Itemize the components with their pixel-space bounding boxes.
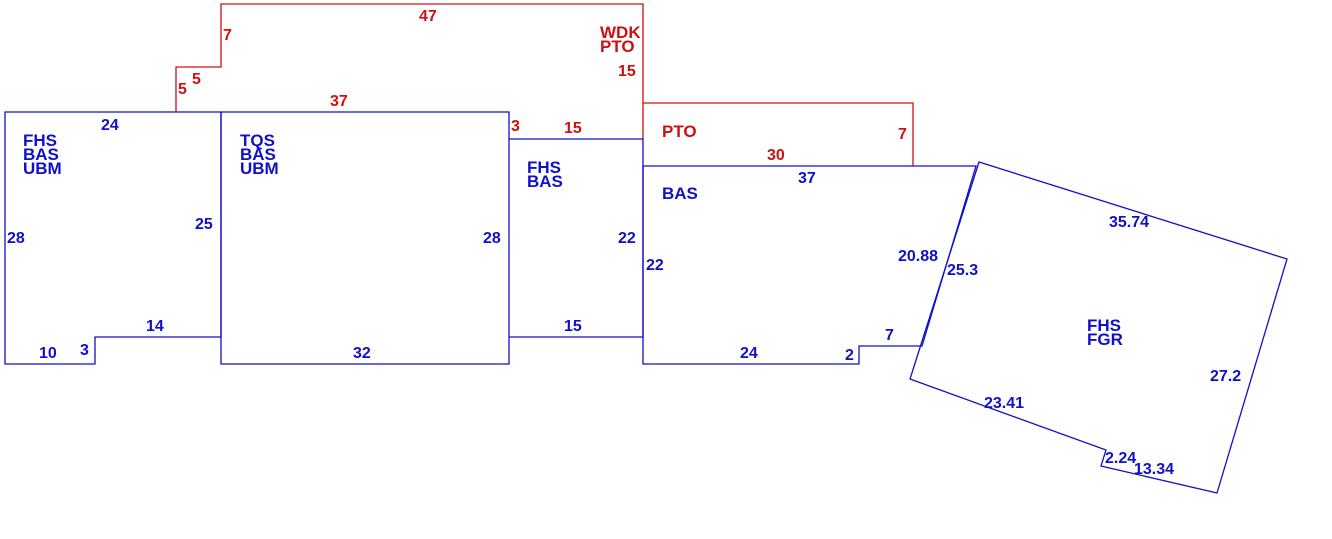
dim-left-bottom: 10 — [39, 345, 57, 362]
dim-patio-right: 15 — [618, 63, 636, 80]
dim-center-right: 28 — [483, 230, 501, 247]
dim-patio-left-upper: 7 — [223, 27, 232, 44]
dim-garage-bottom-left: 23.41 — [984, 395, 1024, 412]
east-wing-outline — [642, 165, 977, 365]
dim-east-bottom: 24 — [740, 345, 758, 362]
center-block-code-3: UBM — [240, 159, 279, 178]
dim-pto-bottom: 30 — [767, 147, 785, 164]
garage-code-2: FGR — [1087, 330, 1123, 349]
dim-conn-right: 22 — [618, 230, 636, 247]
dim-left-left: 28 — [7, 230, 25, 247]
dim-east-left: 22 — [646, 257, 664, 274]
dim-center-step: 3 — [511, 118, 520, 135]
garage-outline — [909, 161, 1288, 494]
dim-left-right: 25 — [195, 216, 213, 233]
dim-conn-bottom: 15 — [564, 318, 582, 335]
connector-code-2: BAS — [527, 172, 563, 191]
dim-pto-right: 7 — [898, 126, 907, 143]
center-block-outline — [220, 111, 510, 365]
dim-left-step: 3 — [80, 342, 89, 359]
dim-garage-right: 27.2 — [1210, 368, 1241, 385]
dim-conn-top: 15 — [564, 120, 582, 137]
dim-east-right: 20.88 — [898, 248, 938, 265]
dim-left-bottom-right: 14 — [146, 318, 164, 335]
dim-east-step: 2 — [845, 347, 854, 364]
left-wing-code-2: BAS — [23, 145, 59, 164]
dim-patio-bottom: 37 — [330, 93, 348, 110]
dim-garage-step: 2.24 — [1105, 450, 1136, 467]
patio-east-outline — [643, 102, 914, 166]
left-wing-code-3: UBM — [23, 159, 62, 178]
patio-upper-code-2: PTO — [600, 37, 635, 56]
patio-east-code-1: PTO — [662, 122, 697, 141]
dim-patio-top: 47 — [419, 8, 437, 25]
dim-east-step-top: 7 — [885, 327, 894, 344]
dim-east-top: 37 — [798, 170, 816, 187]
dim-garage-top: 35.74 — [1109, 214, 1149, 231]
center-block-code-1: TQS — [240, 131, 275, 150]
patio-upper-outline — [175, 3, 644, 139]
dim-left-top: 24 — [101, 117, 119, 134]
garage-code-1: FHS — [1087, 316, 1121, 335]
center-block-code-2: BAS — [240, 145, 276, 164]
connector-code-1: FHS — [527, 158, 561, 177]
dim-garage-left: 25.3 — [947, 262, 978, 279]
dim-garage-bottom-right: 13.34 — [1134, 461, 1174, 478]
patio-upper-code-1: WDK — [600, 23, 641, 42]
dim-center-bottom: 32 — [353, 345, 371, 362]
dim-patio-step-b: 5 — [178, 81, 187, 98]
left-wing-code-1: FHS — [23, 131, 57, 150]
dim-patio-step-a: 5 — [192, 71, 201, 88]
east-wing-code-1: BAS — [662, 184, 698, 203]
